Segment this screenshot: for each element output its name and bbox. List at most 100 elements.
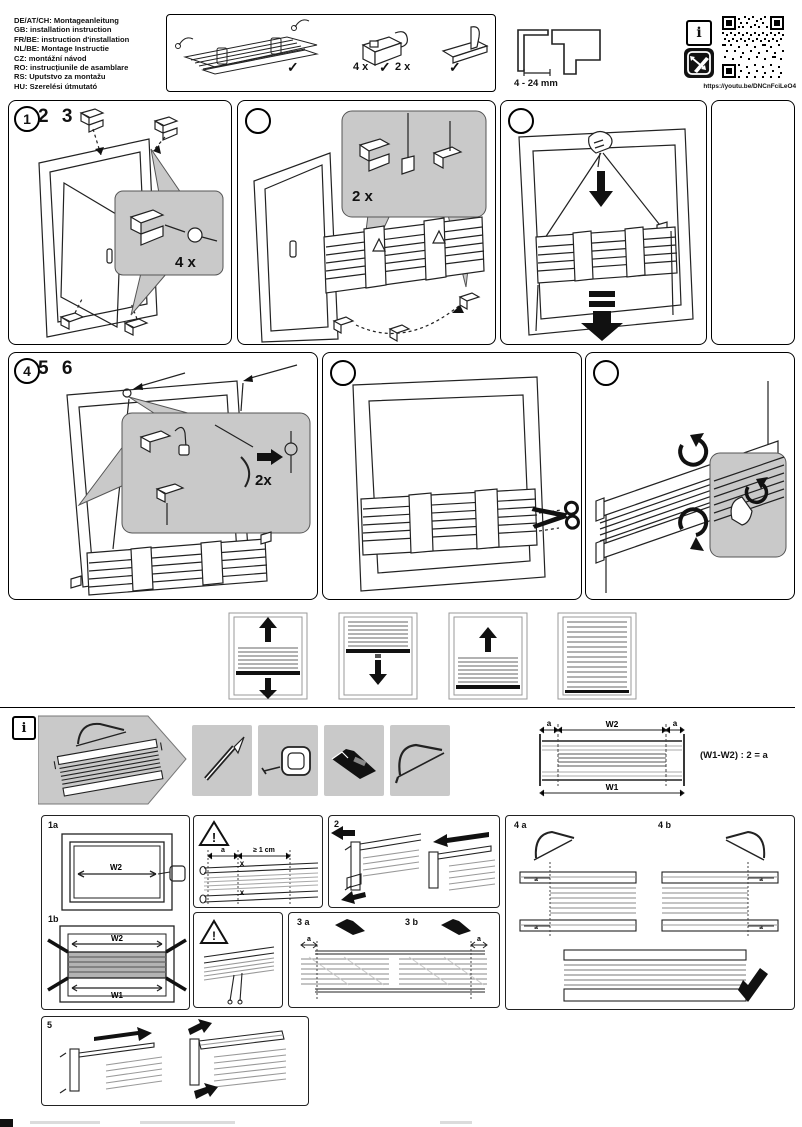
- language-item: RO: instrucțiunile de asamblare: [14, 63, 129, 73]
- step-number-rest: 5 6: [38, 358, 77, 379]
- inset-qty-label: 4 x: [175, 254, 197, 271]
- dim-a-label: a: [307, 936, 311, 943]
- dim-w2-label: W2: [110, 863, 123, 872]
- dim-a-label: a: [534, 876, 538, 883]
- warning-icon: !: [198, 820, 230, 846]
- info-icon-glyph: i: [21, 720, 27, 736]
- video-url: https://youtu.be/DNCnFciLeO4: [703, 83, 796, 90]
- language-item: CZ: montážní návod: [14, 53, 87, 63]
- tape-measure-icon: [261, 746, 311, 776]
- footer-mark: [140, 1121, 235, 1124]
- info-icon: i: [12, 716, 36, 740]
- inset-qty-label: 2x: [255, 472, 272, 489]
- qr-code: [720, 14, 786, 80]
- saw-rails-illustration: a a a a: [519, 830, 779, 1002]
- step-panel-4: 4 5 6: [8, 352, 318, 600]
- shorten-overview-illustration: [38, 715, 187, 805]
- shorten-step-label: 4 b: [658, 820, 672, 830]
- empty-panel: [711, 100, 795, 345]
- operation-diagram-closed: [557, 612, 637, 700]
- shorten-step-label: 1b: [48, 914, 59, 924]
- language-list: DE/AT/CH: Montageanleitung GB: installat…: [14, 16, 129, 91]
- shortening-formula: (W1-W2) : 2 = a: [700, 750, 768, 761]
- step-panel-5: [322, 352, 582, 600]
- pencil-icon: [204, 736, 245, 781]
- shorten-panel-2: 2: [328, 815, 500, 908]
- step-panel-1: 1 2 3: [8, 100, 232, 345]
- dim-a-label: a: [759, 876, 763, 883]
- step-number-rest: 2 3: [38, 106, 77, 127]
- shorten-step-label: 2: [334, 819, 340, 829]
- step-number-circled-empty: [508, 108, 534, 134]
- parts-qty-left-label: 4 x: [353, 61, 369, 73]
- pencil-tool-tile: [192, 725, 252, 796]
- parts-overview-panel: ✓ 4 x ✓ 2 x ✓: [166, 14, 496, 92]
- scissors-icon: [531, 500, 580, 530]
- measure-width-illustration: W2 W2 W1: [47, 833, 187, 1003]
- step-number-circled: 1: [14, 106, 40, 132]
- handle-flip-illustration: [595, 381, 787, 593]
- dim-w1-label: W1: [111, 991, 124, 1000]
- dim-a-label: a: [534, 924, 538, 931]
- step-panel-3: [500, 100, 707, 345]
- dim-w2-label: W2: [111, 934, 124, 943]
- cut-mark-label: x: [240, 859, 245, 868]
- footer-mark: [440, 1121, 472, 1124]
- cord-tension-illustration: [518, 128, 694, 341]
- shorten-panel-1a-1b: 1a 1b W2: [41, 815, 190, 1010]
- checkmark-icon: ✓: [287, 59, 299, 75]
- print-mark: [0, 1119, 13, 1127]
- hacksaw-icon: [394, 743, 445, 784]
- clearance-label: 4 - 24 mm: [514, 78, 558, 89]
- reassemble-illustration: [59, 1019, 287, 1099]
- cords-warning-illustration: !: [199, 919, 275, 1005]
- cord-knot-illustration: 2x: [66, 364, 311, 596]
- step-number-circled-empty: [593, 360, 619, 386]
- step-number-circled-empty: [330, 360, 356, 386]
- dim-a-label: a: [759, 924, 763, 931]
- inset-qty-label: 2 x: [352, 188, 374, 205]
- shorten-step-label: 4 a: [514, 820, 527, 830]
- cut-fabric-illustration: a a: [300, 919, 488, 999]
- info-icon-glyph: i: [696, 25, 702, 41]
- operation-diagram-up-down: [228, 612, 308, 700]
- language-item: HU: Szerelési útmutató: [14, 81, 98, 91]
- hacksaw-icon: [533, 830, 766, 861]
- language-item: NL/BE: Montage Instructie: [14, 44, 109, 54]
- blind-hookup-illustration: 2 x: [253, 110, 487, 343]
- tape-measure-tool-tile: [258, 725, 318, 796]
- shorten-panel-4a-4b: 4 a 4 b a a: [505, 815, 795, 1010]
- utility-knife-icon: [335, 919, 471, 935]
- dim-a-label: a: [477, 936, 481, 943]
- warning-glyph: !: [212, 929, 216, 943]
- step-number: 1: [23, 111, 31, 127]
- step-number-circled-empty: [245, 108, 271, 134]
- step-panel-2: 2 x: [237, 100, 496, 345]
- frame-profile-illustration: [517, 29, 601, 76]
- footer-mark: [30, 1121, 100, 1124]
- measure-video-icon: [684, 48, 714, 78]
- warning-cords-panel: !: [193, 912, 283, 1008]
- utility-knife-icon: [331, 749, 376, 779]
- operation-diagram-pull-down: [338, 612, 418, 700]
- checkmark-icon: ✓: [449, 59, 461, 75]
- step-number-circled: 4: [14, 358, 40, 384]
- disassemble-illustration: [331, 826, 496, 904]
- shorten-step-label: 3 a: [297, 917, 310, 927]
- language-item: GB: installation instruction: [14, 25, 112, 35]
- hacksaw-tool-tile: [390, 725, 450, 796]
- shorten-step-label: 5: [47, 1020, 53, 1030]
- cut-mark-label: x: [240, 888, 245, 897]
- checkmark-icon: [738, 968, 768, 1002]
- min-gap-label: ≥ 1 cm: [253, 847, 275, 854]
- operation-diagram-push-up: [448, 612, 528, 700]
- info-icon: i: [686, 20, 712, 46]
- warning-glyph: !: [212, 830, 216, 845]
- parts-overview-illustration: [175, 19, 489, 75]
- frame-profile-block: 4 - 24 mm: [508, 16, 618, 96]
- shorten-panel-3a-3b: 3 a 3 b a: [288, 912, 500, 1008]
- window-bracket-illustration: 4 x: [38, 108, 224, 338]
- language-item: DE/AT/CH: Montageanleitung: [14, 16, 119, 25]
- dim-a-label: a: [221, 847, 225, 854]
